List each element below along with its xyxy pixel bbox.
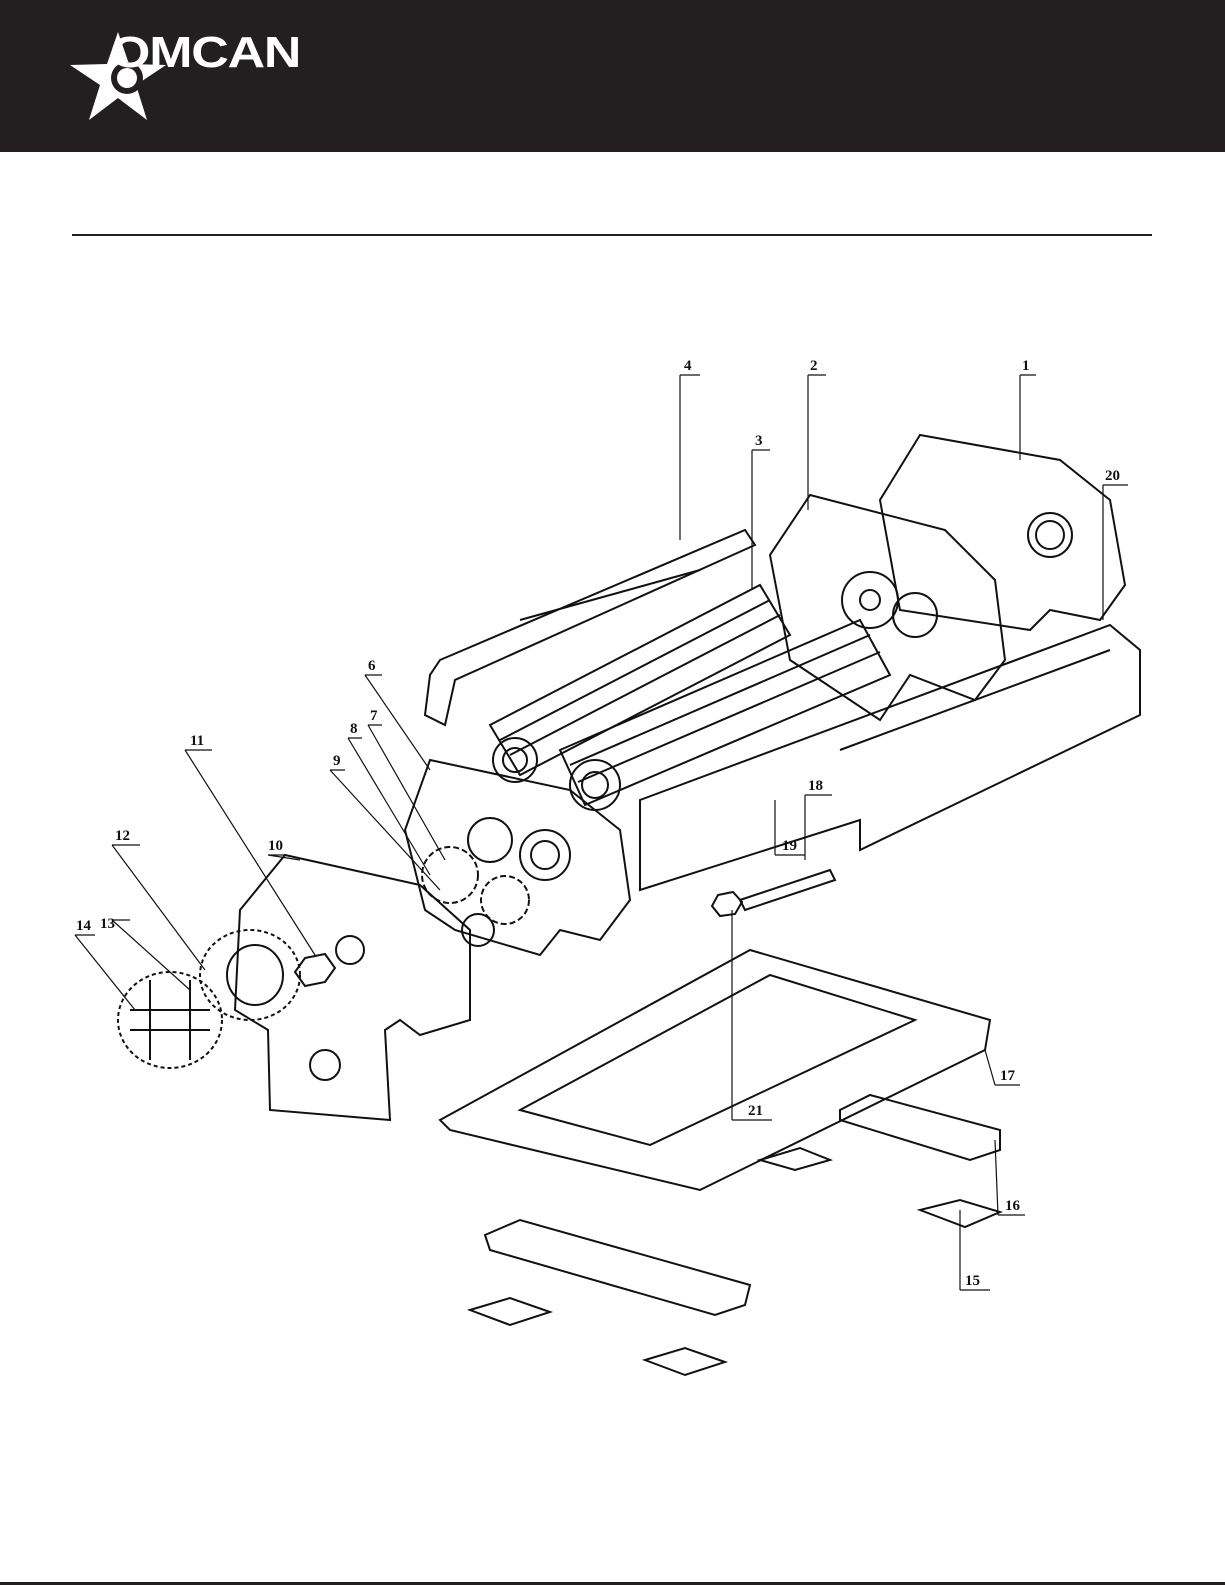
callout-13: 13: [100, 916, 115, 932]
page-header: OMCAN: [0, 0, 1225, 152]
foot-2: [470, 1298, 550, 1325]
callout-15: 15: [965, 1273, 980, 1289]
inner-plate: [770, 495, 1005, 720]
brand-name: OMCAN: [110, 28, 300, 78]
callout-20: 20: [1105, 468, 1120, 484]
base-plate: [440, 950, 990, 1190]
knob-ring: [200, 930, 300, 1020]
small-nut: [712, 892, 742, 916]
callout-11: 11: [190, 733, 204, 749]
callout-8: 8: [350, 721, 358, 737]
callout-17: 17: [1000, 1068, 1016, 1084]
callout-19: 19: [782, 838, 797, 854]
front-plate: [405, 760, 630, 955]
callout-14: 14: [76, 918, 92, 934]
header-divider: [72, 234, 1152, 236]
body-housing: [640, 625, 1140, 890]
long-screw: [740, 870, 835, 910]
callout-1: 1: [1022, 358, 1030, 374]
knob: [118, 972, 222, 1068]
callout-21: 21: [748, 1103, 763, 1119]
exploded-parts-diagram: 1 2 3 4 6 7 8 9 10 11 12 13 14 15 16 17 …: [0, 330, 1225, 1410]
foot-4: [760, 1148, 830, 1170]
rear-rail: [840, 1095, 1000, 1160]
callout-12: 12: [115, 828, 130, 844]
callout-16: 16: [1005, 1198, 1021, 1214]
callout-18: 18: [808, 778, 823, 794]
callout-6: 6: [368, 658, 376, 674]
callout-4: 4: [684, 358, 692, 374]
front-rail: [485, 1220, 750, 1315]
top-cover: [425, 530, 755, 725]
callout-2: 2: [810, 358, 818, 374]
clamp-plate: [235, 855, 470, 1120]
callout-7: 7: [370, 708, 378, 724]
callout-10: 10: [268, 838, 283, 854]
callout-9: 9: [333, 753, 341, 769]
rear-side-plate: [880, 435, 1125, 630]
nut: [295, 954, 335, 986]
callout-3: 3: [755, 433, 763, 449]
foot-3: [645, 1348, 725, 1375]
